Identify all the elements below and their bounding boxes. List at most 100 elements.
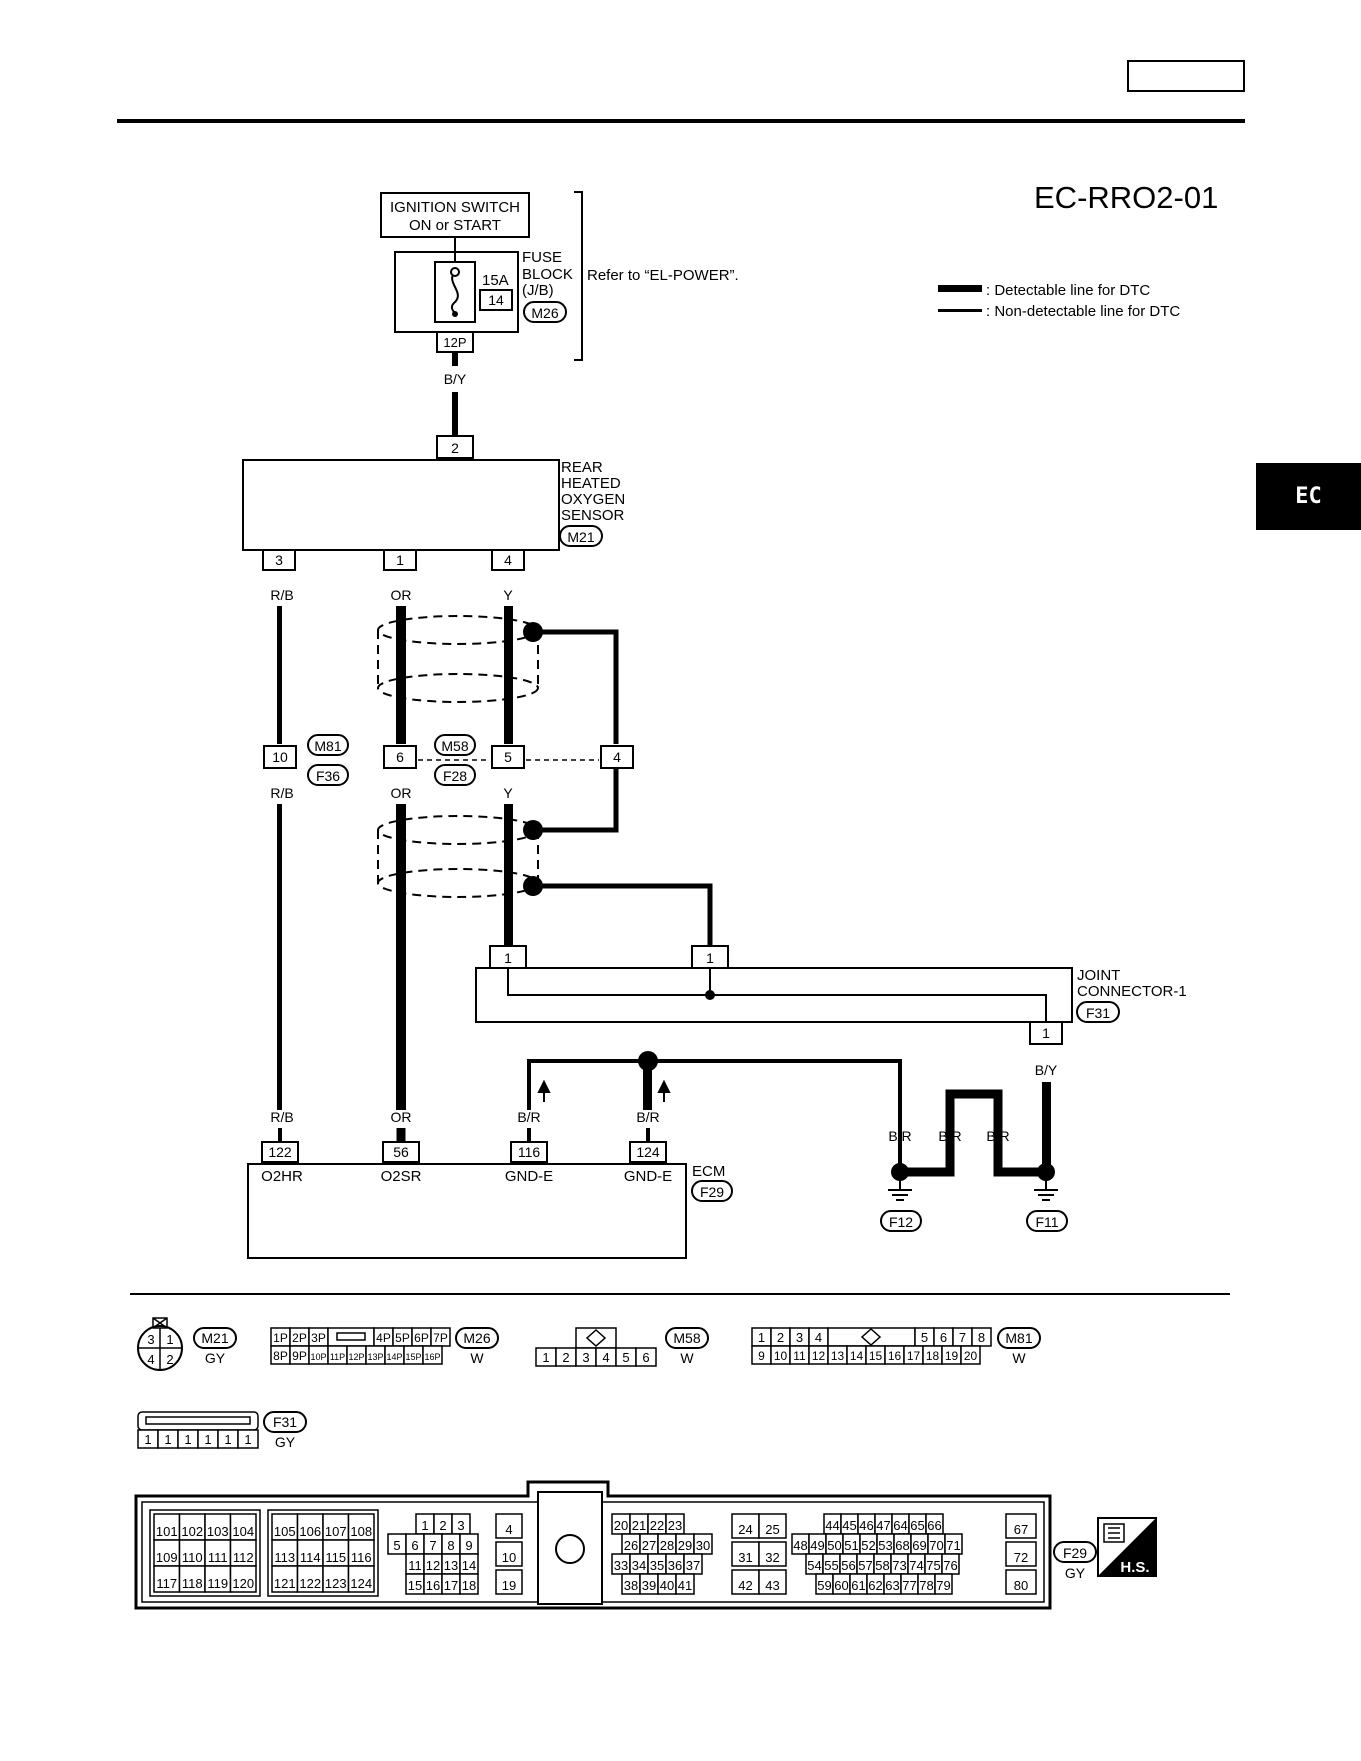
connector-cavity <box>322 1565 350 1593</box>
cavity-number: 4 <box>815 1330 822 1345</box>
cavity-number: 32 <box>765 1550 779 1565</box>
mid-pin-5: 5 <box>504 749 512 765</box>
legend-non-detectable-line <box>938 309 982 312</box>
connector-cavity <box>731 1513 760 1539</box>
wire-y-lower <box>504 804 513 946</box>
wire-rb-lower <box>277 804 282 1110</box>
ecm-terminal-gnd-e-116: GND-E <box>505 1168 553 1185</box>
connector-cavity <box>229 1565 257 1593</box>
connector-cavity <box>459 1573 479 1595</box>
cavity-number: 6P <box>414 1331 429 1345</box>
cavity-number: 12P <box>348 1352 364 1362</box>
wire-or-upper <box>396 606 406 744</box>
cavity-number: 2 <box>166 1352 173 1367</box>
connector-cavity <box>758 1513 787 1539</box>
cavity-number: 12 <box>812 1349 826 1363</box>
harness-side-label: H.S. <box>1120 1559 1149 1576</box>
cavity-number: 52 <box>861 1538 875 1553</box>
cavity-number: 72 <box>1014 1550 1028 1565</box>
cavity-number: 4 <box>147 1352 154 1367</box>
cavity-number: 10P <box>310 1352 326 1362</box>
cavity-number: 45 <box>842 1518 856 1533</box>
cavity-number: 124 <box>350 1576 372 1591</box>
cavity-number: 25 <box>765 1522 779 1537</box>
cavity-number: 1 <box>166 1332 173 1347</box>
cavity-number: 42 <box>738 1578 752 1593</box>
ecm-pin-56: 56 <box>393 1144 409 1160</box>
cavity-number: 5 <box>921 1330 928 1345</box>
arrow-up-icon <box>657 1079 671 1102</box>
cavity-number: 55 <box>824 1558 838 1573</box>
wire-rb-label-1: R/B <box>270 587 293 603</box>
sensor-pin-1: 1 <box>396 552 404 568</box>
cavity-number: 118 <box>182 1576 203 1591</box>
wire-or-label-2: OR <box>391 785 412 801</box>
cavity-number: 33 <box>614 1558 628 1573</box>
wire-y-label-2: Y <box>503 785 513 801</box>
cavity-number: 68 <box>895 1538 909 1553</box>
wire-rb-label-2: R/B <box>270 785 293 801</box>
lock-icon <box>152 1317 168 1329</box>
cavity-number: 1 <box>758 1330 765 1345</box>
cavity-number: 3 <box>796 1330 803 1345</box>
cavity-number: 1 <box>184 1432 191 1447</box>
cavity-number: 117 <box>156 1576 177 1591</box>
cavity-number: 39 <box>642 1578 656 1593</box>
sensor-box <box>242 459 560 551</box>
cavity-number: 63 <box>885 1578 899 1593</box>
cavity-number: 116 <box>351 1550 372 1565</box>
cavity-number: 1 <box>204 1432 211 1447</box>
cavity-number: 80 <box>1014 1578 1028 1593</box>
cavity-number: 115 <box>325 1550 346 1565</box>
sensor-pin-3: 3 <box>275 552 283 568</box>
cavity-number: 7 <box>429 1538 436 1553</box>
cavity-number: 77 <box>902 1578 916 1593</box>
connector-cavity <box>960 1345 981 1365</box>
cavity-number: 73 <box>892 1558 906 1573</box>
connector-cavity <box>495 1541 523 1567</box>
fuse-holder <box>434 261 476 323</box>
connector-id: M81 <box>1005 1330 1032 1346</box>
cavity-number: 107 <box>325 1524 347 1539</box>
fuse-block-pin: 12P <box>443 335 466 350</box>
cavity-number: 21 <box>632 1518 646 1533</box>
wire-br-f12-label: B/R <box>888 1128 911 1144</box>
connector-color: GY <box>1065 1565 1086 1581</box>
connector-color: W <box>680 1350 694 1366</box>
cavity-number: 65 <box>910 1518 924 1533</box>
mid-pin-4: 4 <box>613 749 621 765</box>
ignition-switch-label-2: ON or START <box>409 217 501 234</box>
fuse-block-bracket <box>574 191 583 361</box>
connector-cavity <box>934 1573 953 1595</box>
connector-id: M26 <box>463 1330 490 1346</box>
cavity-number: 15 <box>869 1349 883 1363</box>
ecm-connector-id: F29 <box>700 1184 724 1200</box>
cavity-number: 16P <box>424 1352 440 1362</box>
cavity-number: 121 <box>274 1576 296 1591</box>
cavity-number: 11 <box>793 1349 806 1363</box>
connector-cavity <box>495 1569 523 1595</box>
cavity-number: 15 <box>408 1578 422 1593</box>
connector-cavity <box>675 1573 695 1595</box>
cavity-number: 31 <box>738 1550 752 1565</box>
connector-cavity <box>347 1565 375 1593</box>
connector-m81-label: M81 <box>314 738 341 754</box>
cavity-number: 5 <box>622 1350 629 1365</box>
connector-color: W <box>1012 1350 1026 1366</box>
ecm-terminal-o2sr: O2SR <box>381 1168 422 1185</box>
sensor-connector: M21 <box>567 529 594 545</box>
cavity-number: 1 <box>144 1432 151 1447</box>
connector-id: F29 <box>1063 1545 1087 1561</box>
cavity-number: 34 <box>632 1558 646 1573</box>
connector-color: GY <box>275 1434 296 1450</box>
cavity-number: 9 <box>465 1538 472 1553</box>
cavity-number: 14 <box>850 1349 864 1363</box>
cavity-number: 79 <box>936 1578 950 1593</box>
connector-cavity <box>635 1347 657 1367</box>
cavity-number: 4 <box>505 1522 512 1537</box>
wire-br-124-label: B/R <box>636 1109 659 1125</box>
cavity-number: 104 <box>232 1524 254 1539</box>
fuse-number-box <box>479 289 513 311</box>
header-rule <box>117 119 1245 123</box>
connector-cavity <box>153 1539 181 1567</box>
